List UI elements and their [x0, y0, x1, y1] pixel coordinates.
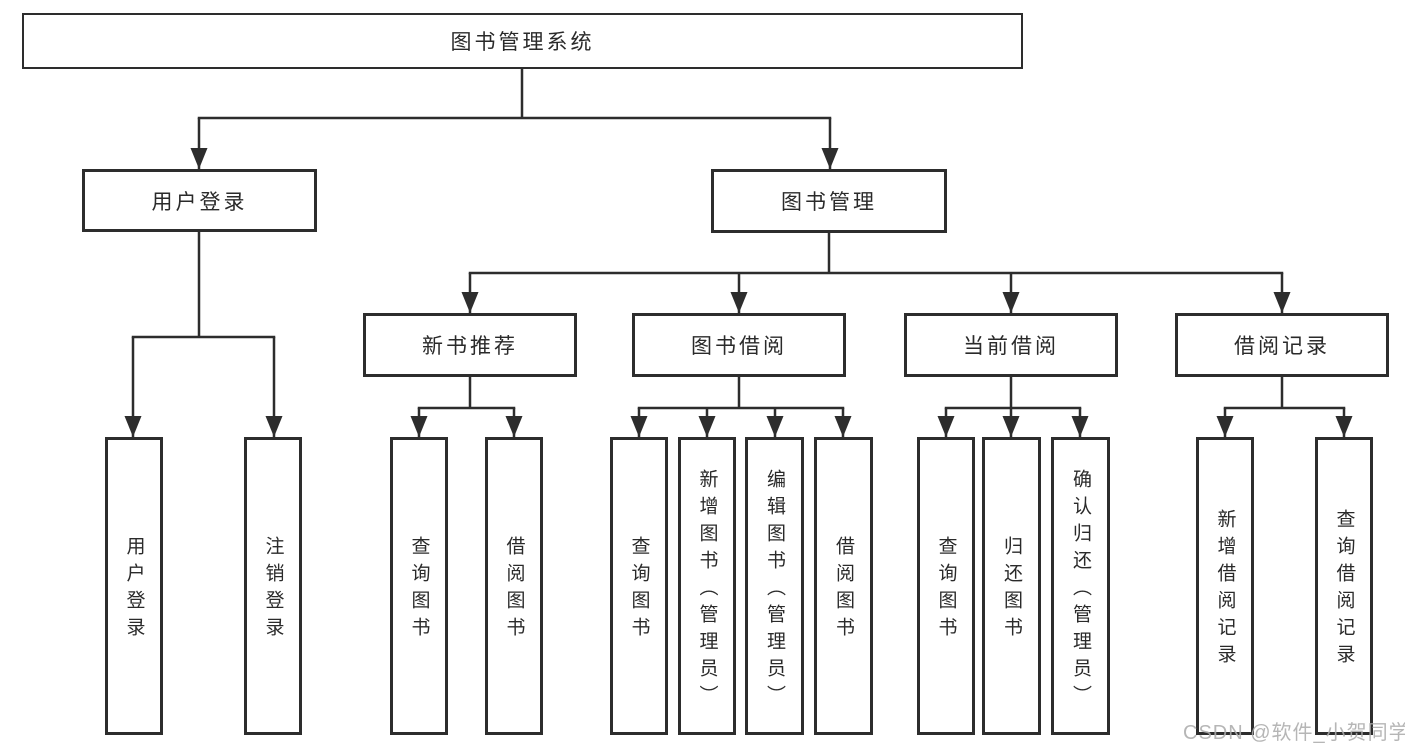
node-label: 图书管理	[781, 191, 877, 214]
node-label: 查询图书	[408, 536, 430, 644]
node-book-management-branch: 图书管理	[711, 169, 947, 233]
node-leaf-logout: 注销登录	[244, 437, 302, 735]
node-user-login-branch: 用户登录	[82, 169, 317, 232]
node-label: 借阅图书	[503, 536, 525, 644]
node-leaf-edit-book-admin: 编辑图书（管理员）	[745, 437, 804, 735]
node-leaf-user-login: 用户登录	[105, 437, 163, 735]
csdn-watermark: CSDN @软件_小贺同学	[1183, 722, 1405, 744]
node-label: 新书推荐	[422, 335, 518, 358]
node-label: 当前借阅	[963, 335, 1059, 358]
node-label: 新增借阅记录	[1214, 509, 1236, 671]
node-library-management-system: 图书管理系统	[22, 13, 1023, 69]
node-label: 归还图书	[1001, 536, 1022, 644]
node-label: 查询图书	[628, 536, 650, 644]
node-label: 借阅图书	[833, 536, 854, 644]
node-leaf-borrow-books-2: 借阅图书	[814, 437, 873, 735]
node-label: 确认归还（管理员）	[1070, 468, 1091, 712]
node-book-borrowing: 图书借阅	[632, 313, 846, 377]
node-leaf-query-borrow-record: 查询借阅记录	[1315, 437, 1373, 735]
node-label: 借阅记录	[1234, 335, 1330, 358]
node-label: 用户登录	[151, 190, 248, 214]
node-leaf-add-book-admin: 新增图书（管理员）	[678, 437, 736, 735]
node-leaf-query-books-3: 查询图书	[917, 437, 975, 735]
node-label: 注销登录	[262, 536, 284, 644]
node-current-borrowing: 当前借阅	[904, 313, 1118, 377]
node-borrowing-records: 借阅记录	[1175, 313, 1389, 377]
node-leaf-add-borrow-record: 新增借阅记录	[1196, 437, 1254, 735]
node-label: 图书借阅	[691, 335, 787, 358]
node-leaf-query-books-2: 查询图书	[610, 437, 668, 735]
node-label: 用户登录	[123, 536, 145, 644]
node-leaf-confirm-return-admin: 确认归还（管理员）	[1051, 437, 1110, 735]
node-leaf-return-book: 归还图书	[982, 437, 1041, 735]
node-label: 新增图书（管理员）	[696, 468, 718, 712]
node-label: 查询借阅记录	[1333, 509, 1355, 671]
node-new-book-recommendation: 新书推荐	[363, 313, 577, 377]
node-label: 查询图书	[935, 536, 957, 644]
node-label: 编辑图书（管理员）	[764, 468, 785, 712]
node-leaf-query-books-1: 查询图书	[390, 437, 448, 735]
node-leaf-borrow-books-1: 借阅图书	[485, 437, 543, 735]
node-label: 图书管理系统	[450, 31, 595, 54]
